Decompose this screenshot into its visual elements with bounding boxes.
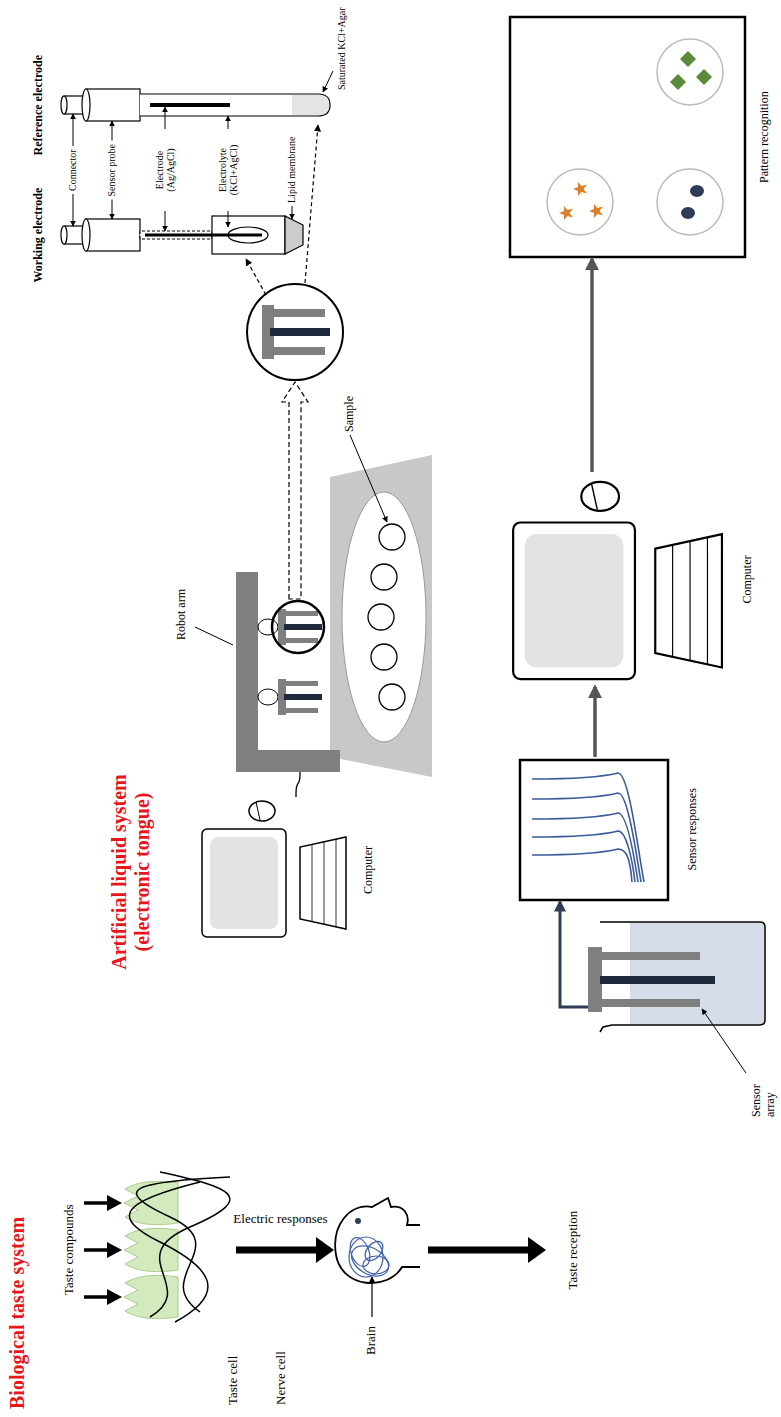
head-with-brain xyxy=(335,1198,420,1283)
part-label: Electrolyte (KCl+AgCl) xyxy=(217,132,240,208)
section-title: Biological taste system xyxy=(6,1217,29,1409)
robot-station xyxy=(236,455,432,777)
zoom-leaders xyxy=(246,125,318,295)
stimulus-label: Taste compounds xyxy=(62,1205,77,1295)
leader-line xyxy=(228,116,229,129)
node-label-group: Working electrode xyxy=(32,188,46,283)
computer-icon xyxy=(202,801,346,937)
section-title: Artificial liquid system (electronic ton… xyxy=(108,742,154,1002)
robot-arm-leader xyxy=(195,627,233,645)
connector xyxy=(296,772,300,797)
node-label: Robot arm xyxy=(175,589,189,640)
part-leaders xyxy=(73,107,292,231)
part-label: Saturated KCl+Agar xyxy=(336,7,348,90)
robot-node: Robot arm xyxy=(175,457,435,772)
node-label: Computer xyxy=(741,556,755,604)
part-label: Taste cell xyxy=(226,1356,241,1405)
sensor-array-node: Sensor array xyxy=(588,912,778,1117)
node-label-group: Computer xyxy=(362,846,376,894)
stimulus-arrowheads xyxy=(107,1195,122,1305)
part-label: Sensor probe xyxy=(106,144,118,197)
computer-icon xyxy=(513,482,722,679)
magnified-probe xyxy=(247,284,343,380)
cluster-plot xyxy=(510,17,745,257)
electrode-node: Reference electrode xyxy=(32,51,332,160)
electrode-node: Working electrode xyxy=(32,184,308,287)
leader-line xyxy=(165,107,166,129)
sensor-array-leader xyxy=(702,1009,746,1073)
nerve-cells xyxy=(129,1172,230,1322)
node-label-group: Sensor responses xyxy=(686,788,700,870)
output-label: Taste reception xyxy=(566,1211,581,1290)
perception-arrow xyxy=(428,1237,546,1263)
leader-line xyxy=(228,211,229,227)
zoom-arrow xyxy=(282,382,308,599)
node-label: Pattern recognition xyxy=(758,91,772,183)
node-label-group: Robot arm xyxy=(175,589,189,640)
node-label: Sensor responses xyxy=(686,788,700,870)
node-label: Sensor array xyxy=(750,1061,778,1117)
signal-arrow xyxy=(236,1237,334,1263)
leader-line xyxy=(112,200,113,220)
leader-line xyxy=(112,121,113,141)
response-node: Sensor responses xyxy=(518,757,700,902)
part-label: Connector xyxy=(67,149,79,191)
connector xyxy=(593,687,597,757)
brain-leader xyxy=(371,1277,372,1317)
part-label: Lipid membrane xyxy=(286,137,298,203)
leader-line xyxy=(292,206,293,219)
node-label: Working electrode xyxy=(32,188,46,283)
saturated-leader xyxy=(323,71,333,92)
sample-leader xyxy=(350,435,387,522)
node-label: Computer xyxy=(362,846,376,894)
node-label-group: Reference electrode xyxy=(32,55,46,156)
part-label: Electrode (Ag/AgCl) xyxy=(154,132,177,208)
reference-electrode-figure xyxy=(61,89,330,121)
node-label: Reference electrode xyxy=(32,55,46,156)
taste-cells xyxy=(124,1181,178,1318)
pattern-node: Pattern recognition xyxy=(508,15,772,259)
part-label: Brain xyxy=(364,1326,379,1355)
connector xyxy=(590,259,594,472)
part-label: Sample xyxy=(343,396,357,432)
leader-line xyxy=(165,211,166,231)
node-label-group: Computer xyxy=(741,556,755,604)
response-plot xyxy=(520,760,668,900)
node-label-group: Pattern recognition xyxy=(758,91,772,183)
computer-node: Computer xyxy=(505,472,755,687)
stimulus-arrows xyxy=(84,1203,110,1297)
part-label: Nerve cell xyxy=(274,1351,289,1405)
leader-line xyxy=(73,194,74,226)
computer-node: Computer xyxy=(196,797,376,943)
beaker xyxy=(588,922,765,1032)
connector xyxy=(560,902,588,1007)
leader-line xyxy=(73,114,74,146)
node-label-group: Sensor array xyxy=(750,1061,778,1117)
signal-label: Electric responses xyxy=(233,1212,327,1227)
working-electrode-figure xyxy=(61,216,303,254)
